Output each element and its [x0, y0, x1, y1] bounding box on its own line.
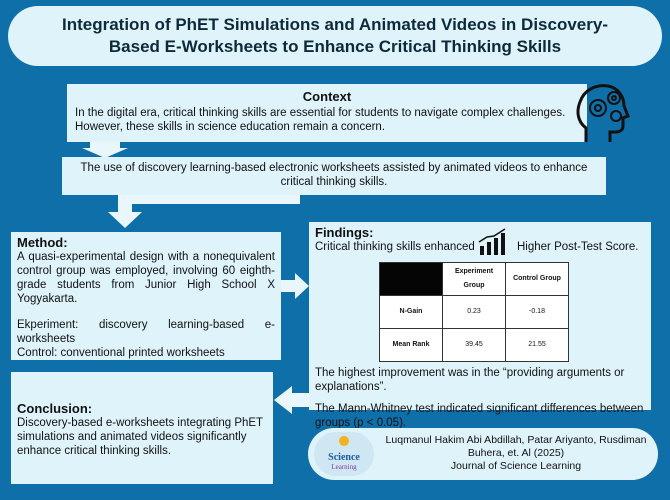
context-box: Context In the digital era, critical thi…	[67, 84, 587, 142]
reference-journal: Journal of Science Learning	[450, 460, 582, 472]
method-control: Control: conventional printed worksheets	[17, 347, 225, 359]
reference-text: Luqmanul Hakim Abi Abdillah, Patar Ariya…	[382, 434, 650, 473]
logo-line1: Science	[328, 452, 360, 463]
context-text: In the digital era, critical thinking sk…	[75, 107, 566, 133]
down-arrow-2	[108, 195, 300, 228]
results-table: Experiment Group Control Group N-Gain 0.…	[379, 262, 569, 362]
findings-mann-whitney: The Mann-Whitney test indicated signific…	[315, 403, 644, 429]
down-arrow-1	[82, 142, 128, 158]
page-title: Integration of PhET Simulations and Anim…	[8, 6, 662, 66]
findings-enhanced: Critical thinking skills enhanced	[315, 241, 475, 253]
conclusion-box: Conclusion: Discovery-based e-worksheets…	[11, 372, 273, 484]
row-label: N-Gain	[379, 295, 443, 329]
findings-highest: The highest improvement was in the “prov…	[315, 367, 625, 393]
findings-heading: Findings:	[315, 225, 374, 240]
findings-higher: Higher Post-Test Score.	[517, 241, 639, 253]
head-gears-icon	[576, 84, 630, 142]
approach-box: The use of discovery learning-based elec…	[62, 157, 606, 195]
table-row: Mean Rank 39.45 21.55	[379, 328, 569, 362]
cell-ctrl: 21.55	[505, 328, 569, 362]
context-heading: Context	[302, 89, 352, 104]
table-row: N-Gain 0.23 -0.18	[379, 295, 569, 329]
row-label: Mean Rank	[379, 328, 443, 362]
left-arrow	[274, 386, 309, 414]
logo-line2: Learning	[331, 463, 357, 471]
sun-icon	[339, 436, 349, 446]
journal-logo: Science Learning	[314, 432, 374, 476]
cell-exp: 0.23	[442, 295, 506, 329]
method-heading: Method:	[17, 235, 68, 250]
table-header-control: Control Group	[505, 262, 569, 296]
reference-authors: Luqmanul Hakim Abi Abdillah, Patar Ariya…	[385, 434, 647, 459]
cell-exp: 39.45	[442, 328, 506, 362]
table-header-experiment: Experiment Group	[442, 262, 506, 296]
method-box: Method: A quasi-experimental design with…	[11, 232, 281, 360]
findings-box: Findings: Critical thinking skills enhan…	[309, 222, 651, 429]
growth-chart-icon	[478, 228, 506, 255]
cell-ctrl: -0.18	[505, 295, 569, 329]
conclusion-heading: Conclusion:	[17, 401, 93, 416]
reference-box: Science Learning Luqmanul Hakim Abi Abdi…	[308, 428, 658, 480]
method-experiment: Ekperiment: discovery learning-based e-w…	[17, 319, 275, 345]
right-arrow	[281, 273, 309, 299]
table-corner	[379, 262, 443, 296]
conclusion-text: Discovery-based e-worksheets integrating…	[17, 417, 263, 457]
method-text: A quasi-experimental design with a noneq…	[17, 251, 275, 305]
